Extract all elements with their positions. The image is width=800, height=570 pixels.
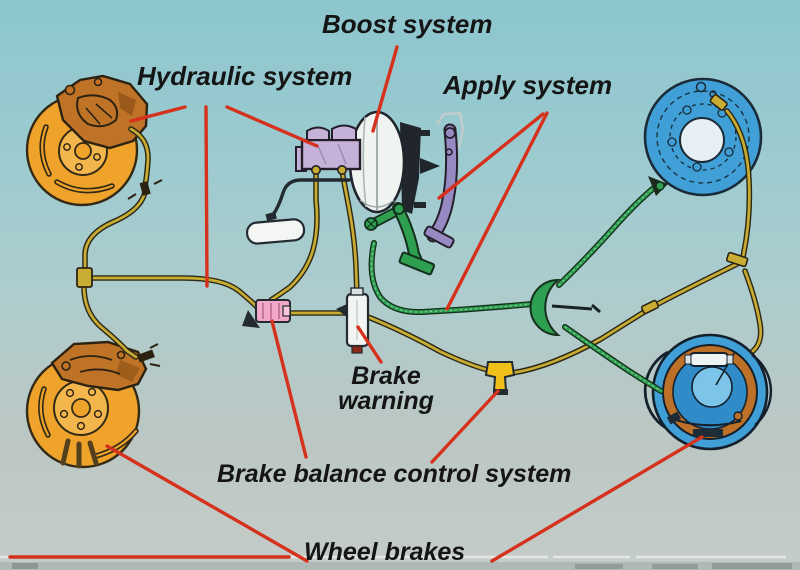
vacuum-hose-reservoir — [245, 178, 351, 245]
pointer-switch-to-warning-label — [356, 325, 383, 364]
pointer-proportioning-valve-to-label — [430, 389, 500, 464]
pointer-hydraulic-to-master-cylinder — [225, 105, 319, 148]
pointer-boost-to-booster — [371, 45, 399, 133]
brake-warning-switch — [336, 287, 370, 354]
rear-left-caliper — [50, 340, 148, 392]
pointer-hydraulic-to-caliper — [129, 105, 187, 123]
pedal-hanger-bracket — [436, 111, 465, 149]
pointer-hydraulic-to-line — [204, 105, 209, 288]
label-brake-balance-control: Brake balance control system — [217, 460, 572, 488]
label-brake-warning-line1: Brake — [351, 362, 421, 390]
video-controls-remnant — [0, 562, 800, 570]
front-left-disc-brake — [25, 74, 149, 207]
rear-left-disc-brake — [25, 340, 148, 469]
mid-line-fitting — [640, 299, 660, 315]
label-brake-warning-line2: warning — [338, 387, 434, 415]
pointer-balance-valve-to-label — [270, 319, 308, 459]
label-hydraulic-system: Hydraulic system — [137, 61, 353, 91]
parking-brake-pedal — [364, 202, 436, 276]
parking-brake-cables — [372, 176, 668, 391]
banjo-fitting-rear — [137, 343, 161, 367]
firewall-bracket — [400, 111, 465, 214]
pointer-apply-to-pedal — [437, 112, 545, 200]
right-top-drum-brake — [643, 77, 763, 197]
booster-pushrod — [420, 158, 440, 174]
line-tee-fitting — [76, 267, 93, 288]
label-wheel-brakes: Wheel brakes — [304, 538, 466, 566]
right-bottom-drum-brake — [643, 333, 773, 451]
line-junction-fitting — [725, 251, 749, 268]
front-left-caliper — [55, 74, 149, 150]
annotation-lines — [8, 45, 704, 563]
banjo-fitting-front — [127, 179, 163, 200]
wheel-cylinder — [684, 352, 734, 367]
cable-equalizer — [529, 278, 561, 337]
label-boost-system: Boost system — [322, 9, 493, 39]
label-brake-warning: Brake warning — [328, 364, 444, 414]
hydraulic-brake-lines — [76, 93, 761, 373]
drum-inlet-fitting — [709, 93, 728, 111]
pointer-apply-to-cable — [445, 111, 549, 311]
balance-valve — [242, 299, 291, 328]
master-cylinder — [295, 124, 362, 176]
label-apply-system: Apply system — [443, 70, 613, 100]
brake-pedal — [423, 123, 459, 249]
pointer-disc-to-wheel-brakes — [105, 444, 309, 563]
proportioning-valve — [484, 361, 516, 395]
pointer-drum-to-wheel-brakes — [490, 435, 704, 563]
